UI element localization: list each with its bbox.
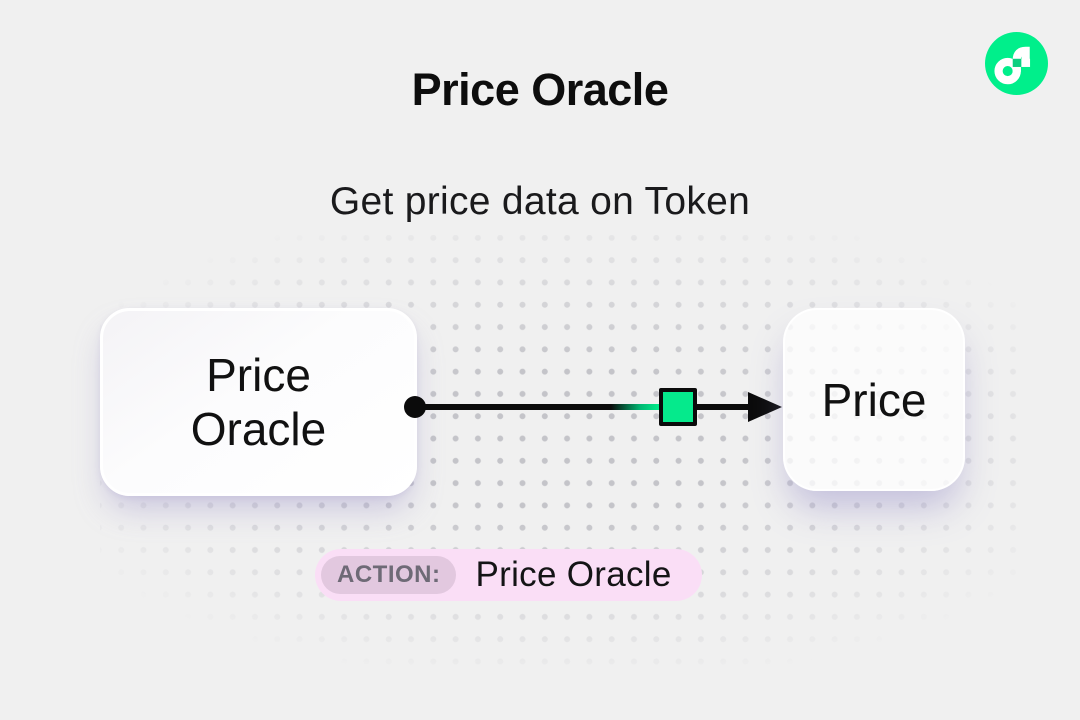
action-name-label: Price Oracle [475,555,672,594]
edge-arrowhead-icon [748,392,782,422]
target-node: Price [783,308,965,491]
edge-line-right [697,404,750,410]
edge-marker-square [659,388,697,426]
action-prefix-pill: ACTION: [321,556,457,594]
flow-logo-icon [985,32,1048,95]
subtitle: Get price data on Token [329,180,751,223]
page-title: Price Oracle [411,64,669,115]
source-node: Price Oracle [100,308,417,496]
edge-line-left [415,404,660,410]
action-prefix-label: ACTION: [337,561,441,588]
target-node-label: Price [821,373,927,426]
action-badge: ACTION: Price Oracle [315,549,702,601]
source-node-label: Price Oracle [190,348,327,455]
